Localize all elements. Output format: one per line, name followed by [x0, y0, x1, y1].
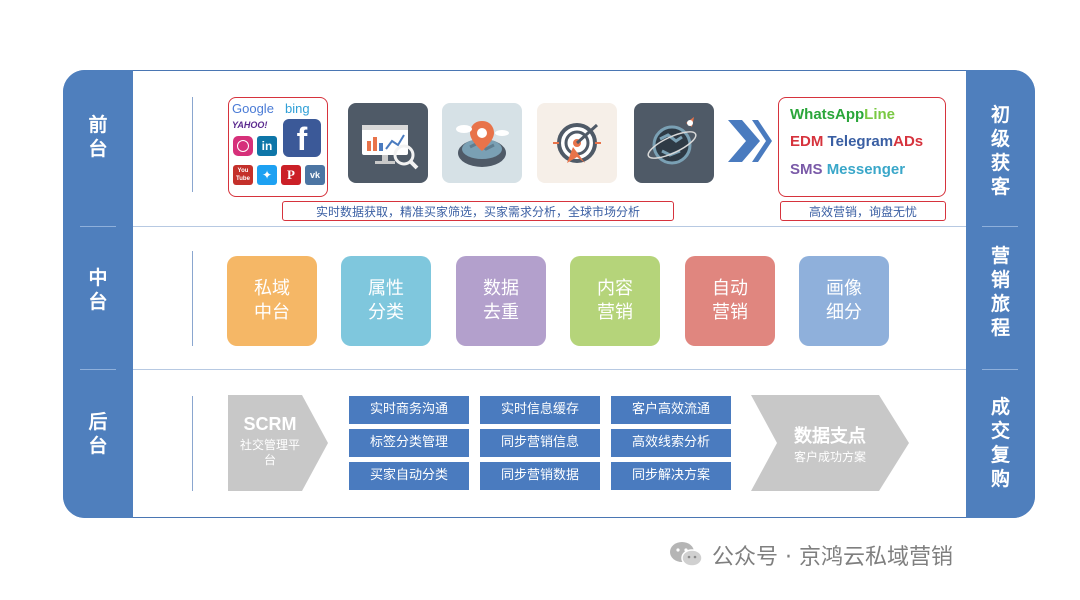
instagram-icon	[233, 136, 253, 156]
data-support-chevron-shape	[751, 395, 909, 491]
channel-row-1: WhatsAppLine	[790, 106, 895, 123]
analytics-screen-icon	[348, 103, 428, 183]
scrm-arrow-shape	[228, 395, 328, 491]
data-support-title: 数据支点	[794, 426, 866, 447]
task-box: 实时商务沟通	[349, 396, 469, 424]
watermark: 公众号 · 京鸿云私域营销	[668, 538, 953, 572]
map-pin-icon	[442, 103, 522, 183]
stage-label-back: 后 台	[88, 411, 108, 457]
telegram-channel: Telegram	[827, 133, 894, 150]
stage-label-front: 前 台	[88, 114, 108, 160]
vk-icon: vk	[305, 165, 325, 185]
target-icon	[537, 103, 617, 183]
row-marker-front	[192, 97, 193, 192]
google-logo: Google	[232, 101, 274, 116]
watermark-text: 公众号 · 京鸿云私域营销	[712, 545, 953, 570]
tile-attribute-classification: 属性 分类	[341, 256, 431, 346]
task-box: 买家自动分类	[349, 462, 469, 490]
twitter-icon: ✦	[257, 165, 277, 185]
social-logos-panel: Google bing YAHOO! f in You Tube ✦ P vk	[228, 97, 328, 197]
journey-label-conversion: 成 交 复 购	[990, 396, 1010, 490]
task-box: 实时信息缓存	[480, 396, 600, 424]
row-marker-middle	[192, 251, 193, 346]
yahoo-logo: YAHOO!	[232, 120, 268, 130]
youtube-icon: You Tube	[233, 165, 253, 185]
ads-channel: ADs	[893, 133, 924, 150]
flow-chevron-icon	[728, 120, 772, 162]
tile-data-dedupe: 数据 去重	[456, 256, 546, 346]
pinterest-icon: P	[281, 165, 301, 185]
journey-label-acquisition: 初 级 获 客	[990, 104, 1010, 198]
right-stage-bar	[966, 70, 1035, 518]
bing-logo: bing	[285, 101, 310, 116]
messenger-channel: Messenger	[826, 161, 906, 178]
edm-channel: EDM	[790, 133, 824, 150]
right-divider-bottom	[982, 369, 1018, 370]
line-channel: Line	[864, 106, 896, 123]
tile-content-marketing: 内容 营销	[570, 256, 660, 346]
task-box: 标签分类管理	[349, 429, 469, 457]
stage-label-middle: 中 台	[88, 267, 108, 313]
scrm-title: SCRM	[243, 414, 297, 434]
facebook-icon: f	[283, 119, 321, 157]
tile-portrait-segmentation: 画像 细分	[799, 256, 889, 346]
task-box: 客户高效流通	[611, 396, 731, 424]
tile-private-domain-platform: 私域 中台	[227, 256, 317, 346]
marketing-channels-panel: WhatsAppLine EDM TelegramADs SMS Messeng…	[778, 97, 946, 197]
task-box: 同步营销信息	[480, 429, 600, 457]
data-acquisition-caption: 实时数据获取，精准买家筛选，买家需求分析，全球市场分析	[282, 201, 674, 221]
row-marker-back	[192, 396, 193, 491]
tile-auto-marketing: 自动 营销	[685, 256, 775, 346]
linkedin-icon: in	[257, 136, 277, 156]
task-box: 高效线索分析	[611, 429, 731, 457]
wechat-icon	[670, 542, 703, 567]
channel-row-2: EDM TelegramADs	[790, 133, 923, 150]
marketing-caption: 高效营销，询盘无忧	[780, 201, 946, 221]
globe-rocket-icon	[634, 103, 714, 183]
row-divider-bottom	[133, 369, 966, 370]
task-box: 同步营销数据	[480, 462, 600, 490]
scrm-subtitle: 社交管理平 台	[239, 438, 300, 467]
left-stage-bar	[63, 70, 133, 518]
journey-label-marketing: 营 销 旅 程	[990, 245, 1010, 339]
left-divider-bottom	[80, 369, 116, 370]
left-divider-top	[80, 226, 116, 227]
task-box: 同步解决方案	[611, 462, 731, 490]
row-divider-top	[133, 226, 966, 227]
sms-channel: SMS	[790, 161, 823, 178]
whatsapp-channel: WhatsApp	[790, 106, 865, 123]
data-support-subtitle: 客户成功方案	[793, 450, 866, 464]
right-divider-top	[982, 226, 1018, 227]
channel-row-3: SMS Messenger	[790, 161, 905, 178]
